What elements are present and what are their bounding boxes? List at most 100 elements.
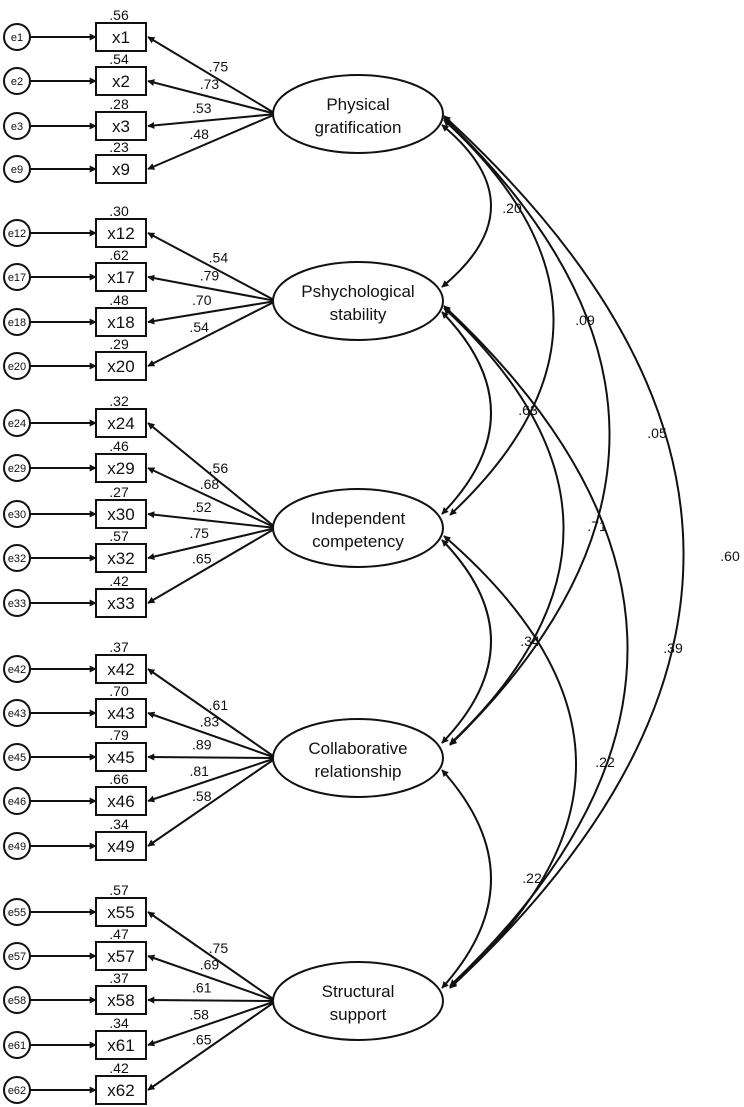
error-node-e58: [3, 986, 31, 1014]
error-node-e57: [3, 942, 31, 970]
factor-node-pg: [272, 74, 444, 154]
indicator-box-x61: [95, 1030, 147, 1060]
indicator-box-x20: [95, 351, 147, 381]
factor-node-ss: [272, 961, 444, 1041]
indicator-box-x57: [95, 941, 147, 971]
covariance-label: .22: [595, 754, 615, 770]
error-label: e43: [8, 708, 26, 720]
indicator-label: x32: [107, 549, 134, 568]
loading-path-x1: [147, 36, 277, 115]
loading-path-x12: [147, 232, 277, 302]
indicator-box-x32: [95, 543, 147, 573]
indicator-label: x42: [107, 660, 134, 679]
covariance-label: .34: [520, 633, 540, 649]
covariance-path-pg-ps: [441, 124, 492, 288]
error-label: e49: [8, 841, 26, 853]
error-label: e58: [8, 995, 26, 1007]
loading-path-x32: [147, 527, 277, 560]
error-node-e45: [3, 743, 31, 771]
r-squared-label: .46: [109, 438, 129, 454]
r-squared-label: .57: [109, 882, 129, 898]
r-squared-label: .66: [109, 771, 129, 787]
error-node-e46: [3, 787, 31, 815]
r-squared-label: .32: [109, 393, 129, 409]
covariance-path-ic-cr: [441, 539, 492, 744]
error-node-e55: [3, 898, 31, 926]
indicator-label: x24: [107, 414, 134, 433]
error-node-e43: [3, 699, 31, 727]
error-node-e62: [3, 1076, 31, 1104]
r-squared-label: .48: [109, 292, 129, 308]
error-node-e12: [3, 219, 31, 247]
factor-node-ic: [272, 488, 444, 568]
indicator-box-x46: [95, 786, 147, 816]
error-label: e33: [8, 598, 26, 610]
loading-path-x55: [147, 911, 277, 1002]
loading-label: .75: [189, 525, 209, 541]
factor-label-line2: support: [330, 1005, 387, 1024]
loading-label: .65: [192, 551, 212, 567]
factor-label-line2: gratification: [315, 118, 402, 137]
factor-label-line2: relationship: [315, 762, 402, 781]
indicator-box-x1: [95, 22, 147, 52]
error-node-e49: [3, 832, 31, 860]
indicator-box-x45: [95, 742, 147, 772]
loading-label: .61: [209, 697, 229, 713]
covariance-layer: [441, 115, 685, 989]
r-squared-label: .54: [109, 51, 129, 67]
covariance-label: .22: [522, 870, 542, 886]
r-squared-label: .30: [109, 203, 129, 219]
indicator-box-x24: [95, 408, 147, 438]
error-label: e45: [8, 752, 26, 764]
error-node-e18: [3, 308, 31, 336]
loading-path-x3: [147, 113, 277, 129]
indicator-label: x57: [107, 947, 134, 966]
loading-path-x17: [147, 274, 277, 302]
covariance-path-ic-ss: [443, 535, 577, 988]
indicator-label: x49: [107, 837, 134, 856]
covariance-path-pg-cr: [443, 117, 611, 746]
factor-label-line1: Collaborative: [308, 739, 407, 758]
indicator-label: x46: [107, 792, 134, 811]
loading-label: .75: [209, 940, 229, 956]
loading-label: .69: [200, 957, 220, 973]
loading-label: .70: [192, 292, 212, 308]
indicator-label: x20: [107, 357, 134, 376]
error-node-e61: [3, 1031, 31, 1059]
error-label: e17: [8, 272, 26, 284]
indicator-label: x1: [112, 28, 130, 47]
indicator-label: x9: [112, 160, 130, 179]
loading-path-x30: [147, 511, 277, 529]
indicator-label: x33: [107, 594, 134, 613]
covariance-path-pg-ic: [443, 119, 555, 516]
loading-label: .56: [209, 460, 229, 476]
indicator-label: x3: [112, 117, 130, 136]
error-node-e29: [3, 454, 31, 482]
error-label: e18: [8, 317, 26, 329]
loading-path-x45: [147, 753, 277, 761]
indicator-box-x2: [95, 66, 147, 96]
loading-path-x24: [147, 422, 277, 529]
loading-path-x46: [147, 757, 277, 803]
covariance-path-pg-ss: [443, 115, 685, 989]
covariance-path-cr-ss: [441, 769, 492, 989]
indicator-box-x43: [95, 698, 147, 728]
indicator-box-x62: [95, 1075, 147, 1105]
r-squared-label: .42: [109, 1060, 129, 1076]
indicator-label: x43: [107, 704, 134, 723]
loading-path-x62: [147, 1000, 277, 1091]
loading-path-x33: [147, 527, 277, 604]
loading-label: .58: [192, 788, 212, 804]
loading-path-x29: [147, 467, 277, 529]
loading-label: .65: [192, 1032, 212, 1048]
error-label: e20: [8, 361, 26, 373]
error-node-e20: [3, 352, 31, 380]
loading-label: .58: [189, 1006, 209, 1022]
error-label: e29: [8, 463, 26, 475]
error-node-e30: [3, 500, 31, 528]
indicator-box-x33: [95, 588, 147, 618]
loading-label: .68: [200, 476, 220, 492]
r-squared-label: .42: [109, 573, 129, 589]
